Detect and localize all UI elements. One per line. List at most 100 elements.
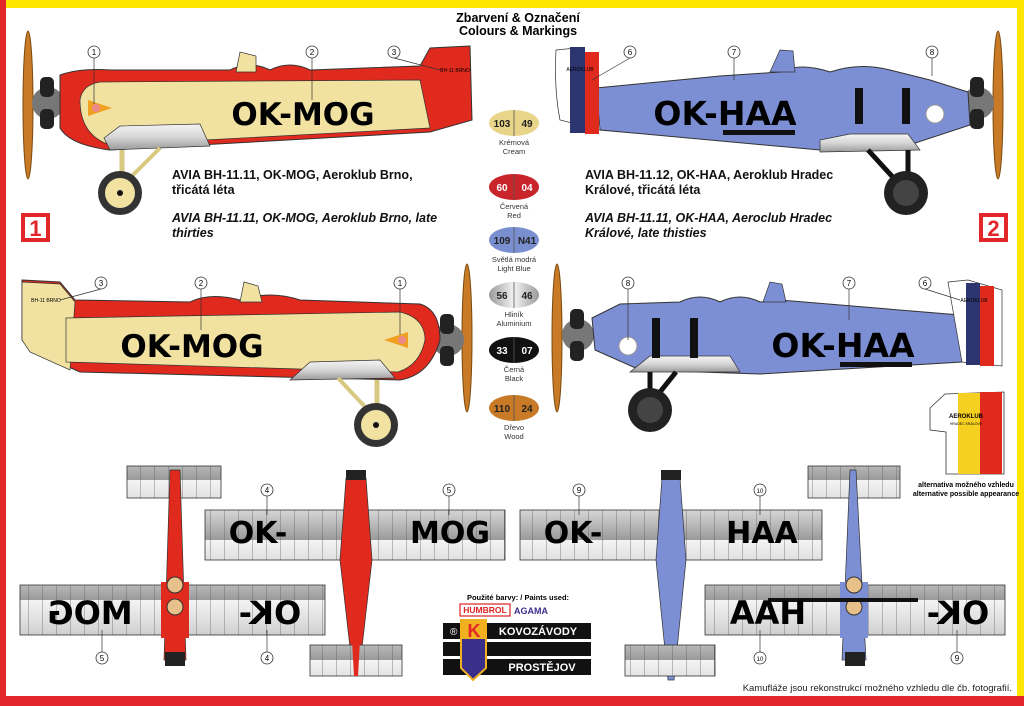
callout-6: 6	[591, 45, 637, 81]
ok-mog-lower-surface-view: MOG OK-	[19, 465, 326, 666]
paint-name-cz: Světlá modrá	[492, 255, 537, 264]
svg-text:1: 1	[29, 216, 41, 241]
paint-name-en: Aluminium	[496, 319, 531, 328]
alt-tail-text: AEROKLUB	[949, 414, 984, 420]
paint-name-en: Black	[505, 374, 524, 383]
svg-text:1: 1	[92, 48, 97, 57]
registration-ok-mog: OK-MOG	[231, 97, 374, 133]
callout-9: 9	[572, 483, 586, 515]
callout-10: 10	[753, 483, 767, 515]
propeller-icon	[22, 30, 34, 180]
propeller-icon	[551, 263, 563, 413]
paints-used-block: Použité barvy: / Paints used: HUMBROL AG…	[459, 593, 569, 617]
humbrol-code: 109	[494, 236, 511, 247]
registration-ok-haa: OK-HAA	[771, 326, 915, 365]
humbrol-brand: HUMBROL	[463, 605, 506, 615]
humbrol-code: 103	[494, 119, 511, 130]
kovozavody-prostejov-logo: ® K KOVOZÁVODY PROSTĚJOV	[443, 619, 591, 682]
ok-mog-side-view-left: OK-MOG BH-11 BRNO	[22, 30, 473, 215]
alt-caption-en: alternative possible appearance	[913, 491, 1019, 498]
svg-text:2: 2	[199, 279, 204, 288]
callout-5: 5	[442, 483, 456, 515]
scheme-1-caption: AVIA BH-11.11, OK-MOG, Aeroklub Brno, tř…	[172, 168, 440, 241]
paint-name-cz: Krémová	[499, 138, 530, 147]
humbrol-code: 60	[496, 183, 508, 194]
scheme-badge-2: 2	[979, 213, 1008, 242]
svg-text:2: 2	[310, 48, 315, 57]
paint-name-en: Cream	[503, 147, 526, 156]
scheme-1-caption-en: AVIA BH-11.11, OK-MOG, Aeroklub Brno, la…	[172, 211, 438, 240]
svg-text:7: 7	[847, 279, 852, 288]
tail-text: BH-11 BRNO	[440, 68, 470, 74]
svg-text:3: 3	[99, 279, 104, 288]
scheme-badge-1: 1	[21, 213, 50, 242]
ok-mog-side-view-right: OK-MOG BH-11 BRNO	[21, 263, 473, 447]
registration-suffix: MOG	[410, 516, 490, 551]
registration-suffix: HAA	[726, 516, 798, 551]
registration-ok-haa: OK-HAA	[653, 94, 797, 133]
logo-letter: K	[468, 621, 481, 641]
registration-suffix-mirrored: MOG	[47, 594, 132, 632]
svg-text:6: 6	[628, 48, 633, 57]
humbrol-code: 56	[496, 291, 508, 302]
right-border	[1017, 0, 1024, 706]
registration-prefix-mirrored: OK-	[239, 594, 302, 632]
callout-8: 8	[925, 45, 939, 76]
alt-tail-subtext: HRADEC KRÁLOVÉ	[950, 421, 983, 426]
paint-name-cz: Černá	[504, 365, 525, 374]
agama-code: 04	[521, 183, 533, 194]
svg-text:4: 4	[265, 654, 270, 663]
callout-1: 1	[393, 276, 407, 335]
agama-code: 46	[521, 291, 533, 302]
registration-prefix-mirrored: OK-	[927, 594, 990, 632]
callout-4: 4	[260, 483, 274, 515]
callout-7: 7	[842, 276, 856, 320]
alt-caption-cz: alternativa možného vzhledu	[918, 482, 1014, 489]
scheme-2-caption: AVIA BH-11.12, OK-HAA, Aeroklub Hradec K…	[585, 168, 845, 241]
scheme-2-caption-cz: AVIA BH-11.12, OK-HAA, Aeroklub Hradec K…	[585, 168, 834, 197]
tail-text: AEROKLUB	[960, 298, 988, 304]
callout-6: 6	[918, 276, 961, 301]
paint-name-en: Wood	[504, 432, 523, 441]
title-en: Colours & Markings	[459, 24, 577, 38]
humbrol-code: 33	[496, 346, 508, 357]
svg-text:7: 7	[732, 48, 737, 57]
propeller-icon	[992, 30, 1004, 180]
callout-2: 2	[194, 276, 208, 330]
callout-1: 1	[87, 45, 101, 104]
agama-code: N41	[518, 236, 537, 247]
agama-brand: AGAMA	[514, 606, 548, 616]
top-border	[0, 0, 1024, 8]
callout-9: 9	[950, 630, 964, 665]
svg-text:4: 4	[265, 486, 270, 495]
ok-haa-lower-surface-view: HAA OK-	[704, 465, 1006, 666]
agama-code: 07	[521, 346, 533, 357]
callout-3: 3	[59, 276, 108, 301]
registration-ok-mog: OK-MOG	[120, 329, 263, 365]
svg-text:9: 9	[577, 486, 582, 495]
engine-icon	[32, 77, 64, 129]
svg-text:5: 5	[447, 486, 452, 495]
svg-text:2: 2	[987, 216, 999, 241]
callout-2: 2	[305, 45, 319, 100]
svg-text:1: 1	[398, 279, 403, 288]
paint-name-cz: Hliník	[505, 310, 524, 319]
callout-7: 7	[727, 45, 741, 80]
bottom-border	[0, 696, 1024, 706]
svg-text:5: 5	[100, 654, 105, 663]
humbrol-code: 110	[494, 404, 511, 415]
scheme-1-caption-cz: AVIA BH-11.11, OK-MOG, Aeroklub Brno, tř…	[172, 168, 413, 197]
logo-line2: PROSTĚJOV	[508, 661, 576, 674]
agama-code: 49	[521, 119, 533, 130]
ok-haa-side-view-left: AEROKLUB OK-HAA	[551, 263, 1003, 432]
